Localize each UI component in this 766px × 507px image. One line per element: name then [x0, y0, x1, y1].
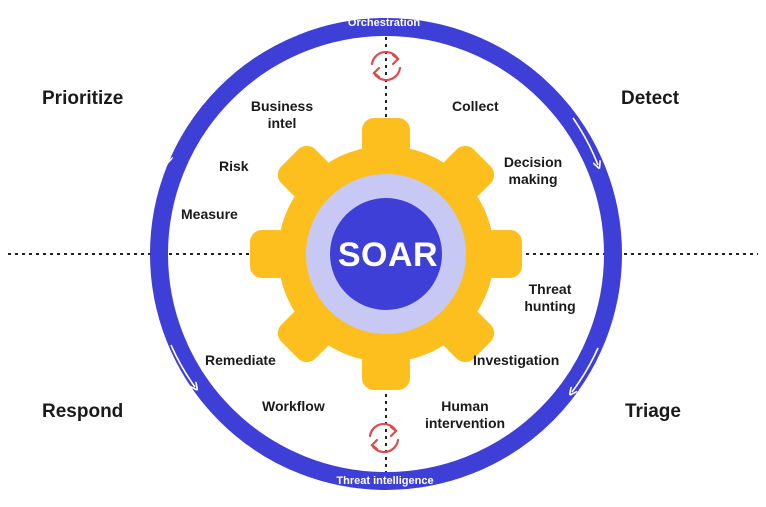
activity-human-intervention: Human intervention: [424, 398, 506, 431]
hub-label: SOAR: [337, 236, 439, 274]
quadrant-detect: Detect: [621, 88, 680, 109]
hub-inner: [330, 198, 442, 310]
quadrant-respond: Respond: [42, 401, 124, 422]
activity-measure: Measure: [181, 206, 238, 222]
cycle-arrows-icon: [368, 422, 400, 454]
cycle-arrows-icon: [370, 50, 402, 82]
arrow-icon: [170, 344, 195, 387]
quadrant-triage: Triage: [625, 401, 681, 422]
quadrant-prioritize: Prioritize: [42, 88, 124, 109]
activity-risk: Risk: [219, 158, 249, 174]
outer-ring: [150, 18, 622, 490]
activity-remediate: Remediate: [205, 352, 276, 368]
arrow-icon: [572, 347, 599, 392]
activity-decision-making: Decision making: [503, 154, 563, 187]
ring-bottom-label: Threat intelligence: [336, 475, 434, 487]
activity-workflow: Workflow: [262, 398, 325, 414]
activity-investigation: Investigation: [473, 352, 560, 368]
activity-collect: Collect: [452, 98, 499, 114]
arrow-icon: [572, 117, 598, 165]
activity-business-intel: Business intel: [250, 98, 314, 131]
ring-top-label: Orchestration: [347, 17, 421, 29]
activity-threat-hunting: Threat hunting: [524, 281, 576, 314]
arrow-icon: [168, 117, 186, 160]
